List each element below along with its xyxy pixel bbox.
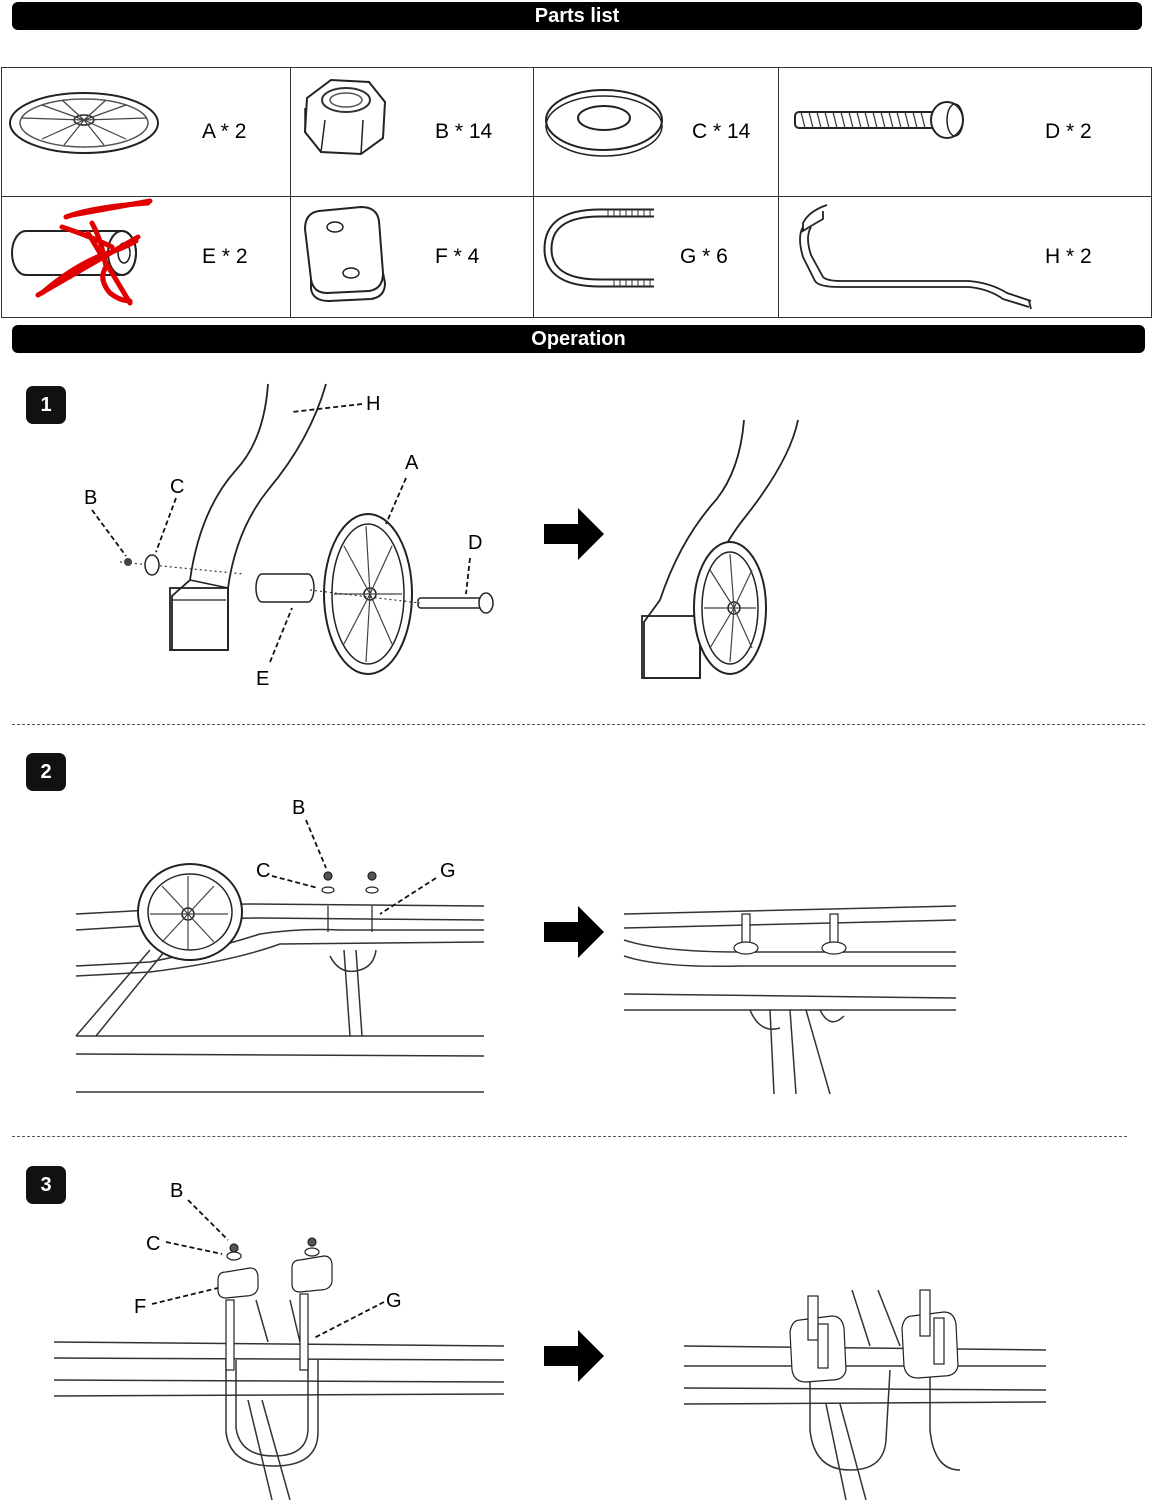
part-a-quantity: A * 2 xyxy=(202,120,247,143)
spacer-tube-icon xyxy=(11,198,153,306)
part-cell-g: G * 6 xyxy=(533,196,779,318)
u-bolt-icon xyxy=(543,208,654,288)
part-cell-d: D * 2 xyxy=(778,67,1152,197)
operation-header: Operation xyxy=(12,325,1145,353)
parts-list-header: Parts list xyxy=(12,2,1142,30)
callout-b: B xyxy=(292,797,306,819)
callout-e: E xyxy=(256,668,270,690)
section-divider xyxy=(12,1136,1127,1137)
callout-d: D xyxy=(468,532,483,554)
callout-b: B xyxy=(84,487,98,509)
callout-f: F xyxy=(134,1296,147,1318)
callout-c: C xyxy=(256,860,271,882)
step-1-badge: 1 xyxy=(26,386,66,424)
part-f-quantity: F * 4 xyxy=(435,245,480,268)
callout-b: B xyxy=(170,1180,184,1202)
plate-icon xyxy=(303,205,387,303)
part-g-quantity: G * 6 xyxy=(680,245,728,268)
wheel-icon xyxy=(9,92,159,154)
callout-g: G xyxy=(440,860,456,882)
part-b-quantity: B * 14 xyxy=(435,120,493,143)
section-divider xyxy=(12,724,1145,725)
hex-nut-icon xyxy=(303,78,387,156)
step-3-badge: 3 xyxy=(26,1166,66,1204)
part-cell-h: H * 2 xyxy=(778,196,1152,318)
part-h-quantity: H * 2 xyxy=(1045,245,1092,268)
bent-leg-icon xyxy=(799,204,1032,310)
part-e-quantity: E * 2 xyxy=(202,245,248,268)
step-1-illustration xyxy=(91,383,799,679)
part-cell-c: C * 14 xyxy=(533,67,779,197)
part-cell-a: A * 2 xyxy=(1,67,291,197)
step-2-badge: 2 xyxy=(26,753,66,791)
callout-g: G xyxy=(386,1290,402,1312)
callout-c: C xyxy=(170,476,185,498)
part-cell-b: B * 14 xyxy=(290,67,534,197)
result-arrow-icon xyxy=(544,508,604,560)
callout-a: A xyxy=(405,452,419,474)
callout-c: C xyxy=(146,1233,161,1255)
part-cell-e: E * 2 xyxy=(1,196,291,318)
bolt-icon xyxy=(794,101,964,139)
result-arrow-icon xyxy=(544,1330,604,1382)
part-c-quantity: C * 14 xyxy=(692,120,751,143)
result-arrow-icon xyxy=(544,906,604,958)
step-2-illustration xyxy=(75,819,957,1095)
parts-table: A * 2 B * 14 C * 14 xyxy=(1,67,1152,318)
part-cell-f: F * 4 xyxy=(290,196,534,318)
step-3-illustration xyxy=(53,1199,1047,1500)
callout-h: H xyxy=(366,393,381,415)
part-d-quantity: D * 2 xyxy=(1045,120,1092,143)
washer-icon xyxy=(545,89,663,157)
